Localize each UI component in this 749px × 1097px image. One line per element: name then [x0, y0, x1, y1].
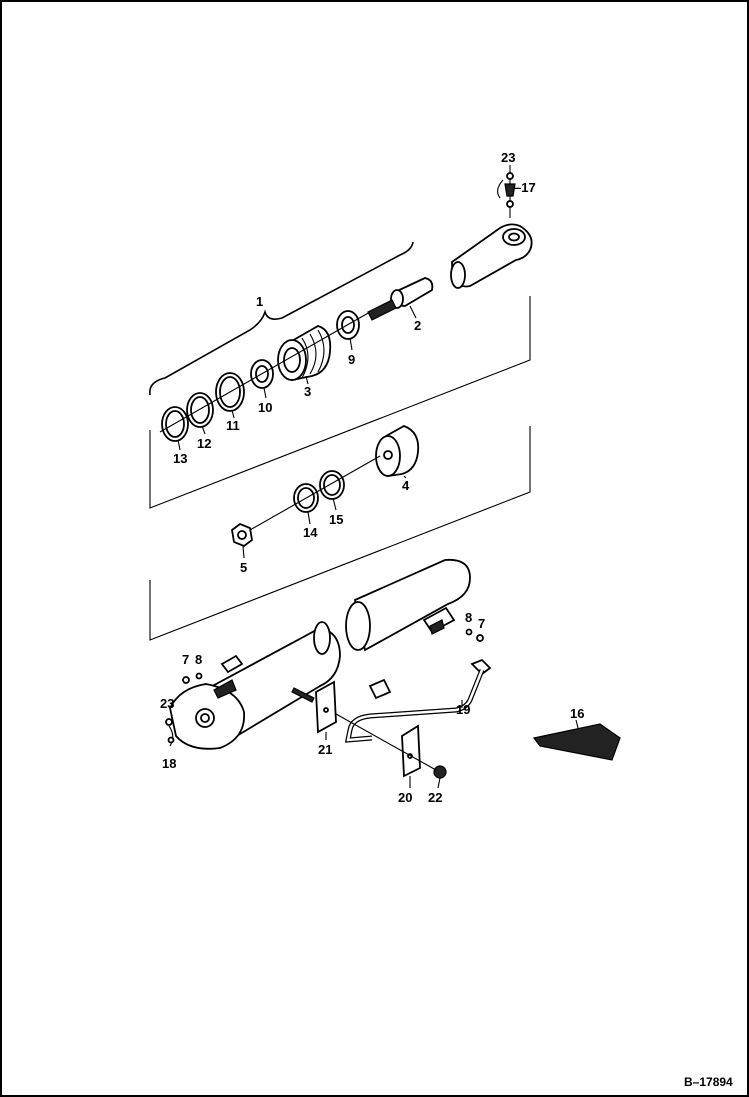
callout-12: 12	[197, 436, 211, 451]
drawing-code: B–17894	[684, 1075, 733, 1089]
upper-centerline	[159, 311, 371, 433]
callout-5: 5	[240, 560, 247, 575]
callout-8-left: 8	[195, 652, 202, 667]
port-fitting-left	[182, 654, 244, 699]
callout-7-left: 7	[182, 652, 189, 667]
piston-4	[375, 425, 420, 478]
bracket-20	[401, 724, 421, 778]
gland-3	[277, 325, 332, 382]
callout-16: 16	[570, 706, 584, 721]
grease-fitting-bottom	[165, 718, 175, 747]
tube-19	[344, 658, 492, 743]
callout-10: 10	[258, 400, 272, 415]
callout-7-right: 7	[478, 616, 485, 631]
callout-18: 18	[162, 756, 176, 771]
port-fitting-right	[422, 606, 484, 642]
callout-22: 22	[428, 790, 442, 805]
cylinder-barrel	[169, 558, 471, 750]
callout-11: 11	[226, 418, 240, 433]
nut-22	[433, 765, 447, 779]
group-bracket	[148, 241, 414, 396]
decal-16	[532, 723, 621, 761]
callout-20: 20	[398, 790, 412, 805]
ring-12	[186, 392, 214, 428]
middle-panel	[149, 426, 531, 641]
nut-5	[231, 522, 253, 548]
callout-1: 1	[256, 294, 263, 309]
callout-4: 4	[402, 478, 410, 493]
leader-lines	[177, 305, 579, 789]
callout-14: 14	[303, 525, 318, 540]
bracket-21	[291, 680, 337, 734]
callout-3: 3	[304, 384, 311, 399]
ring-10	[250, 359, 274, 389]
callout-21: 21	[318, 742, 332, 757]
callout-23-bottom: 23	[160, 696, 174, 711]
callout-17: –17	[514, 180, 536, 195]
rod-eye	[450, 223, 533, 289]
callout-19: 19	[456, 702, 470, 717]
callout-8-right: 8	[465, 610, 472, 625]
bracket-line	[335, 713, 437, 771]
grease-fitting-top	[497, 165, 516, 218]
seal-15	[319, 470, 345, 500]
middle-centerline	[249, 455, 381, 531]
callout-23-top: 23	[501, 150, 515, 165]
callout-9: 9	[348, 352, 355, 367]
callout-15: 15	[329, 512, 343, 527]
piston-rod	[367, 277, 434, 321]
callout-13: 13	[173, 451, 187, 466]
callout-2: 2	[414, 318, 421, 333]
upper-panel	[149, 296, 531, 509]
